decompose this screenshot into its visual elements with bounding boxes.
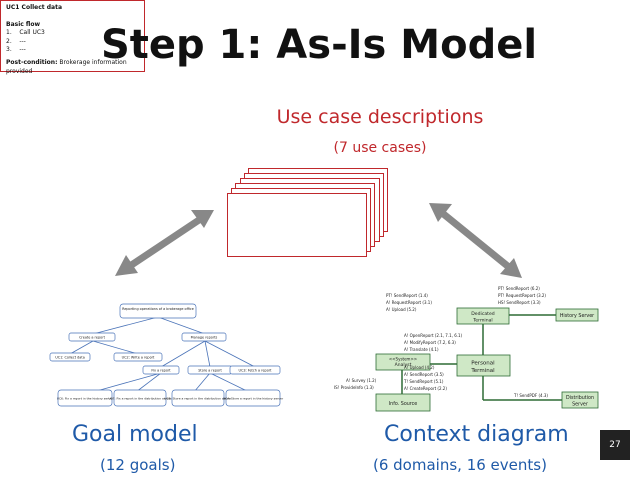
- goal-node: UC1: Collect data: [55, 356, 85, 360]
- context-diagram: <<System>> Analyst Personal Terminal Ded…: [334, 286, 599, 412]
- event-label: T! SendReport (5.1): [403, 379, 444, 384]
- domain-distribution-server: Distribution: [566, 395, 594, 401]
- event-label: A! Upload (5.2): [386, 307, 417, 312]
- domain-dedicated-terminal: Terminal: [472, 318, 492, 324]
- goal-node: UC2: Write a report: [122, 356, 155, 360]
- domain-info-source: Info. Source: [389, 401, 418, 407]
- goal-node: Create a report: [79, 336, 106, 340]
- domain-analyst: Analyst: [395, 362, 412, 368]
- right-double-arrow: [429, 203, 522, 278]
- use-case-subtitle: (7 use cases): [333, 140, 427, 156]
- flow-step: 3. ---: [6, 46, 26, 54]
- goal-node: Store a report: [198, 369, 222, 373]
- postcondition-label: Post-condition:: [6, 58, 58, 66]
- event-label: A! Translate (4.1): [404, 347, 439, 352]
- event-label: PT! SendReport (1.4): [386, 293, 428, 298]
- goal-node: UC3: Fetch a report: [238, 369, 272, 373]
- event-label: A! ModifyReport (7.2, 6.3): [404, 340, 456, 345]
- context-diagram-title: Context diagram: [384, 422, 569, 447]
- goal-model-subtitle: (12 goals): [100, 456, 176, 474]
- event-label: A! RequestReport (3.1): [386, 300, 432, 305]
- event-label: A! CreateReport (2.2): [404, 386, 447, 391]
- domain-personal-terminal: Personal: [471, 361, 495, 367]
- analyst-stereotype: <<System>>: [389, 357, 417, 362]
- page-number: 27: [600, 430, 630, 460]
- flow-step: 1. Call UC3: [6, 29, 45, 37]
- goal-node: UC5: Store a report in the distribution …: [164, 397, 232, 401]
- goal-node: UC6: Fix a report in the history server: [57, 397, 114, 401]
- use-case-card: UC1 Collect data Basic flow 1. Call UC3 …: [0, 0, 145, 75]
- goal-node: Manage reports: [191, 336, 218, 340]
- use-case-card-heading: UC1 Collect data: [6, 4, 63, 11]
- left-double-arrow: [115, 210, 214, 276]
- domain-personal-terminal: Terminal: [470, 368, 495, 374]
- event-label: T! SendPDF (4.3): [513, 393, 548, 398]
- slide-title: Step 1: As-Is Model: [100, 22, 538, 68]
- goal-model-title: Goal model: [72, 422, 198, 447]
- flow-step: 2. ---: [6, 37, 26, 45]
- event-label: A! Survey (1.2): [346, 378, 377, 383]
- domain-dedicated-terminal: Dedicated: [471, 311, 495, 317]
- domain-history-server: History Server: [560, 313, 594, 319]
- postcondition-text: Brokerage information provided: [6, 58, 127, 75]
- use-case-title: Use case descriptions: [276, 106, 484, 128]
- goal-node: Fix a report: [151, 369, 171, 373]
- goal-node: UC7: Fix a report in the distribution se…: [108, 397, 172, 401]
- event-label: HS! SendReport (3.3): [498, 300, 541, 305]
- goal-model-diagram: Reporting operations of a brokerage offi…: [49, 303, 284, 407]
- event-label: A! SendReport (3.5): [404, 372, 444, 377]
- context-diagram-subtitle: (6 domains, 16 events): [373, 456, 547, 474]
- event-label: IS! ProvideInfo (1.3): [334, 385, 374, 390]
- use-case-card-back: [227, 193, 367, 257]
- event-label: A! Upload (4.2): [404, 365, 435, 370]
- basic-flow-label: Basic flow: [6, 20, 41, 28]
- event-label: PT! RequestReport (3.2): [498, 293, 546, 298]
- domain-distribution-server: Server: [572, 402, 588, 408]
- goal-node: UC4: Store a report in the history serve…: [223, 397, 284, 401]
- goal-node: Reporting operations of a brokerage offi…: [122, 307, 194, 311]
- event-label: A! OpenReport (2.1, 7.1, 6.1): [404, 333, 463, 338]
- event-label: PT! SendReport (6.2): [498, 286, 540, 291]
